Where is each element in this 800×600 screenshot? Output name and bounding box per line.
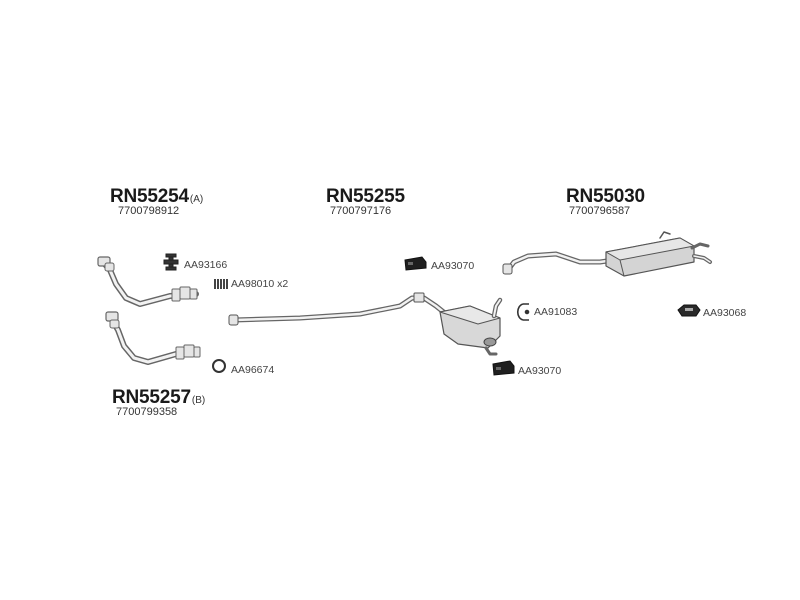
group-rn55255[interactable]: RN55255 7700797176 <box>326 186 405 217</box>
part-code: RN55030 <box>566 186 645 207</box>
gasket-ring-icon[interactable] <box>212 359 226 373</box>
oem-number: 7700799358 <box>116 406 178 418</box>
accessory-label-aa98010: AA98010 x2 <box>231 278 289 290</box>
front-pipe-b[interactable] <box>105 311 201 365</box>
front-pipe-a[interactable] <box>97 256 199 307</box>
part-code: RN55257 <box>112 387 191 408</box>
accessory-label-aa93070-bottom: AA93070 <box>518 365 562 377</box>
mounting-bracket-icon[interactable] <box>163 253 179 271</box>
rear-silencer[interactable] <box>502 231 712 277</box>
accessory-label-aa93166: AA93166 <box>184 259 228 271</box>
oem-number: 7700798912 <box>118 205 180 217</box>
intermediate-pipe-with-silencer[interactable] <box>228 292 503 356</box>
rubber-hanger-icon[interactable] <box>404 256 427 271</box>
group-rn55257[interactable]: RN55257(B) 7700799358 <box>112 387 205 418</box>
oem-number: 7700796587 <box>569 205 631 217</box>
clamp-icon[interactable] <box>516 303 530 321</box>
part-code: RN55255 <box>326 186 405 207</box>
bolt-set-icon[interactable] <box>214 279 228 289</box>
oem-number: 7700797176 <box>330 205 392 217</box>
group-rn55030[interactable]: RN55030 7700796587 <box>566 186 645 217</box>
rubber-mount-icon[interactable] <box>677 304 701 317</box>
accessory-label-aa93068: AA93068 <box>703 307 747 319</box>
accessory-label-aa91083: AA91083 <box>534 306 578 318</box>
rubber-hanger-icon[interactable] <box>492 360 515 376</box>
part-code: RN55254 <box>110 186 189 207</box>
part-variant: (A) <box>189 194 204 205</box>
accessory-label-aa96674: AA96674 <box>231 364 275 376</box>
accessory-label-aa93070-top: AA93070 <box>431 260 475 272</box>
group-rn55254[interactable]: RN55254(A) 7700798912 <box>110 186 203 217</box>
part-variant: (B) <box>191 395 206 406</box>
